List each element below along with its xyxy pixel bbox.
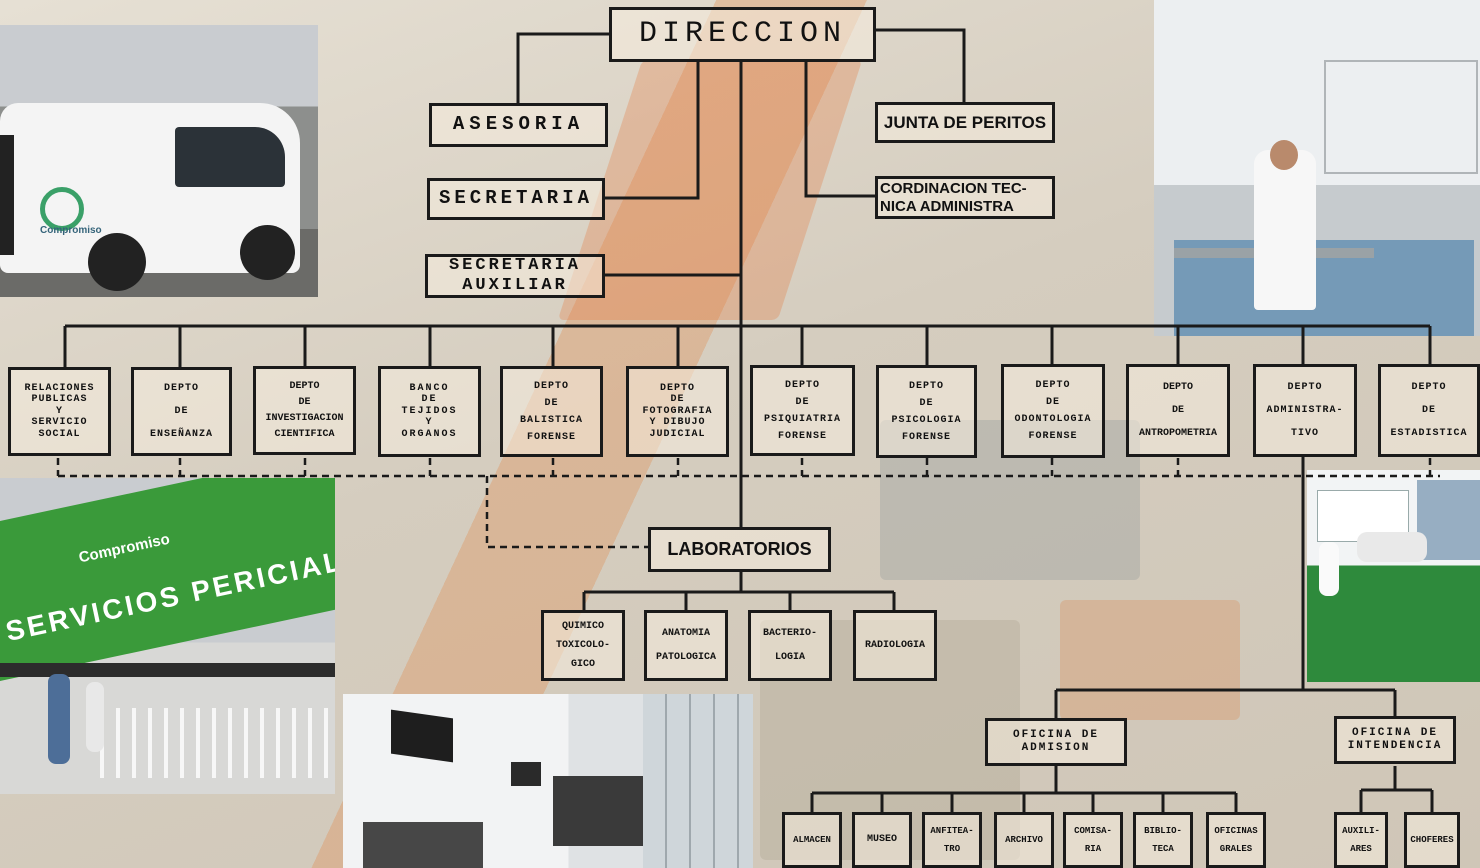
dept-investigacion-cientifica: DEPTO DE INVESTIGACION CIENTIFICA xyxy=(253,366,356,455)
dept-banco-tejidos: BANCO DE TEJIDOS Y ORGANOS xyxy=(378,366,481,457)
dept-ensenanza: DEPTO DE ENSEÑANZA xyxy=(131,367,232,456)
unit-oficinas-generales: OFICINAS GRALES xyxy=(1206,812,1266,868)
dept-estadistica: DEPTO DE ESTADISTICA xyxy=(1378,364,1480,457)
unit-auxiliares: AUXILI- ARES xyxy=(1334,812,1388,868)
unit-anfiteatro: ANFITEA- TRO xyxy=(922,812,982,868)
unit-biblioteca: BIBLIO- TECA xyxy=(1133,812,1193,868)
dept-antropometria: DEPTO DE ANTROPOMETRIA xyxy=(1126,364,1230,457)
oficina-intendencia-box: OFICINA DE INTENDENCIA xyxy=(1334,716,1456,764)
direccion-box: DIRECCION xyxy=(609,7,876,62)
dept-psiquiatria-forense: DEPTO DE PSIQUIATRIA FORENSE xyxy=(750,365,855,456)
unit-choferes: CHOFERES xyxy=(1404,812,1460,868)
lab-bacteriologia: BACTERIO- LOGIA xyxy=(748,610,832,681)
secretaria-box: SECRETARIA xyxy=(427,178,605,220)
dept-administrativo: DEPTO ADMINISTRA- TIVO xyxy=(1253,364,1357,457)
unit-almacen: ALMACEN xyxy=(782,812,842,868)
dept-psicologia-forense: DEPTO DE PSICOLOGIA FORENSE xyxy=(876,365,977,458)
lab-radiologia: RADIOLOGIA xyxy=(853,610,937,681)
asesoria-box: ASESORIA xyxy=(429,103,608,147)
secretaria-auxiliar-box: SECRETARIA AUXILIAR xyxy=(425,254,605,298)
dept-relaciones-publicas: RELACIONES PUBLICAS Y SERVICIO SOCIAL xyxy=(8,367,111,456)
dept-fotografia-judicial: DEPTO DE FOTOGRAFIA Y DIBUJO JUDICIAL xyxy=(626,366,729,457)
laboratorios-box: LABORATORIOS xyxy=(648,527,831,572)
dept-balistica-forense: DEPTO DE BALISTICA FORENSE xyxy=(500,366,603,457)
lab-quimico-toxicologico: QUIMICO TOXICOLO- GICO xyxy=(541,610,625,681)
lab-anatomia-patologica: ANATOMIA PATOLOGICA xyxy=(644,610,728,681)
oficina-admision-box: OFICINA DE ADMISION xyxy=(985,718,1127,766)
unit-comisaria: COMISA- RIA xyxy=(1063,812,1123,868)
coordinacion-tecnica-box: CORDINACION TEC- NICA ADMINISTRA xyxy=(875,176,1055,219)
junta-de-peritos-box: JUNTA DE PERITOS xyxy=(875,102,1055,143)
unit-museo: MUSEO xyxy=(852,812,912,868)
dept-odontologia-forense: DEPTO DE ODONTOLOGIA FORENSE xyxy=(1001,364,1105,458)
unit-archivo: ARCHIVO xyxy=(994,812,1054,868)
